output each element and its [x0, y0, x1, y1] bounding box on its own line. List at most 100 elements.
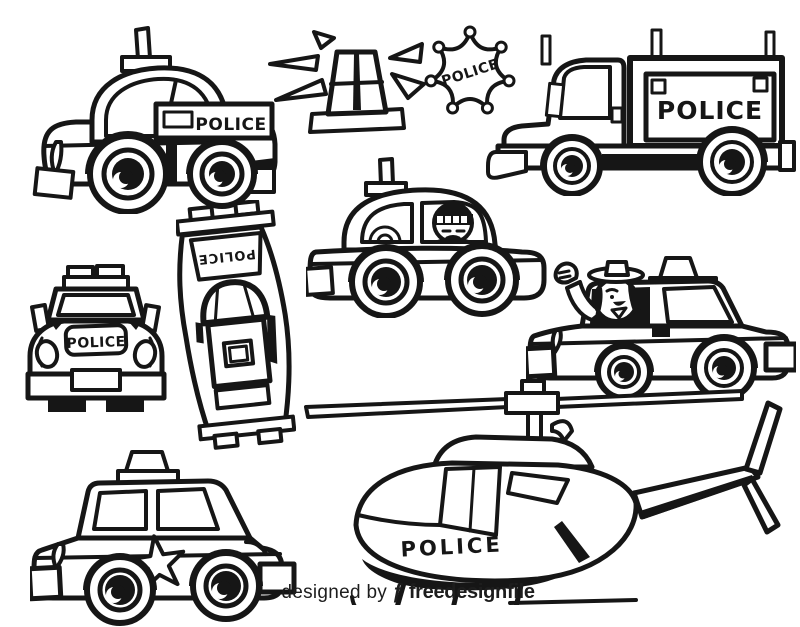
step-strut	[554, 521, 590, 563]
door-handle	[652, 328, 670, 337]
windshield-spoke	[242, 281, 255, 318]
rear-bumper	[778, 140, 796, 172]
star-tip-ball	[424, 74, 438, 88]
skid-strut	[395, 580, 407, 605]
mirror	[544, 81, 566, 119]
side-shadow	[267, 314, 278, 364]
front-wheel	[444, 242, 520, 317]
officer-brow	[605, 288, 619, 293]
star-tip-ball	[480, 101, 494, 115]
rotor-blade	[554, 389, 744, 409]
hand-finger	[557, 269, 571, 275]
rear-tire	[256, 426, 284, 446]
windshield-divider	[468, 466, 476, 533]
hood-panel	[188, 230, 263, 282]
windshield	[56, 293, 136, 317]
windshield	[662, 285, 734, 324]
license-plate	[70, 368, 122, 392]
front-bumper	[486, 150, 528, 180]
tail-fin-lower	[741, 476, 781, 535]
star-tip-ball	[494, 40, 508, 54]
star-tip-ball	[463, 25, 477, 39]
cab-window	[558, 65, 612, 120]
light-ray	[312, 30, 336, 50]
rear-bumper	[526, 344, 558, 380]
rotor-blade	[304, 397, 510, 419]
police-plate	[63, 323, 129, 357]
police-car-front-view-illustration: POLICE	[25, 264, 167, 412]
panel-bolt	[650, 78, 667, 95]
cap-crown	[604, 260, 630, 277]
light-ray	[388, 42, 424, 64]
freedesignfile-logo-icon: ƒ	[392, 580, 404, 603]
siren-beacon-illustration	[268, 30, 426, 134]
light-ray	[274, 78, 328, 102]
light-ray	[268, 54, 320, 72]
police-label: POLICE	[197, 246, 256, 267]
landing-skid-rear	[508, 598, 638, 605]
rear-window	[213, 383, 272, 411]
roof-light	[124, 450, 170, 473]
watermark-brand: freedesignfile	[408, 581, 535, 603]
star-tip-ball	[432, 40, 446, 54]
star-tip-ball	[502, 74, 516, 88]
front-fender-line	[244, 540, 268, 556]
roof-light	[658, 256, 699, 280]
rear-tire	[212, 431, 240, 450]
front-wheel	[540, 134, 604, 196]
police-car-waving-officer-illustration	[526, 256, 796, 400]
headlight	[34, 339, 60, 369]
windshield-spoke	[213, 284, 220, 322]
front-window	[156, 487, 220, 531]
hand-finger	[558, 274, 572, 280]
officer-hair	[594, 288, 603, 316]
police-car-top-view-illustration: POLICE	[176, 200, 296, 450]
light-ray	[390, 72, 426, 100]
police-helicopter-illustration: POLICE	[304, 379, 783, 605]
banner-window	[162, 110, 194, 129]
police-car-with-star-illustration	[30, 450, 297, 626]
front-wheel	[85, 130, 171, 214]
boom-shadow	[640, 475, 755, 519]
sheriff-star-badge-illustration: POLICE	[424, 25, 516, 115]
engine-cowling	[431, 434, 595, 470]
door-pillar-shadow	[166, 138, 177, 184]
front-wheel	[690, 334, 758, 400]
star-tip-ball	[446, 101, 460, 115]
rear-wheel	[594, 342, 654, 400]
landing-skid	[350, 595, 357, 605]
police-label: POLICE	[195, 115, 266, 135]
officer-eye	[610, 295, 614, 299]
cowl-shadow	[128, 321, 142, 330]
rear-wheel	[83, 553, 157, 626]
antenna-icon	[540, 34, 552, 66]
police-truck-illustration: POLICE	[486, 28, 796, 196]
belly-shadow	[362, 559, 562, 591]
rear-wheel	[348, 244, 424, 318]
watermark: designed by ƒ freedesignfile	[258, 580, 558, 608]
rear-bumper	[306, 265, 335, 297]
rear-wheel	[696, 126, 768, 196]
police-car-with-driver-illustration	[306, 157, 547, 318]
tire	[48, 398, 86, 412]
rear-wheel	[186, 138, 258, 209]
police-label: POLICE	[66, 334, 126, 352]
tail-fin-upper	[743, 400, 783, 476]
headrest	[368, 225, 402, 244]
body-crease	[530, 336, 788, 346]
side-window	[506, 471, 570, 505]
tire	[106, 398, 144, 412]
panel-bolt	[752, 76, 769, 93]
headrest-inner	[376, 233, 394, 244]
front-wheel	[189, 549, 263, 622]
side-shadow	[195, 322, 204, 344]
nose-panel-line	[356, 513, 442, 527]
police-car-side-view-illustration: POLICE	[32, 26, 278, 214]
rotor-nub	[520, 379, 546, 395]
watermark-designed-by: designed by	[281, 582, 388, 603]
rear-bumper	[32, 166, 76, 200]
headlight	[132, 339, 158, 369]
rear-window	[92, 489, 148, 531]
skid-strut	[451, 584, 461, 605]
